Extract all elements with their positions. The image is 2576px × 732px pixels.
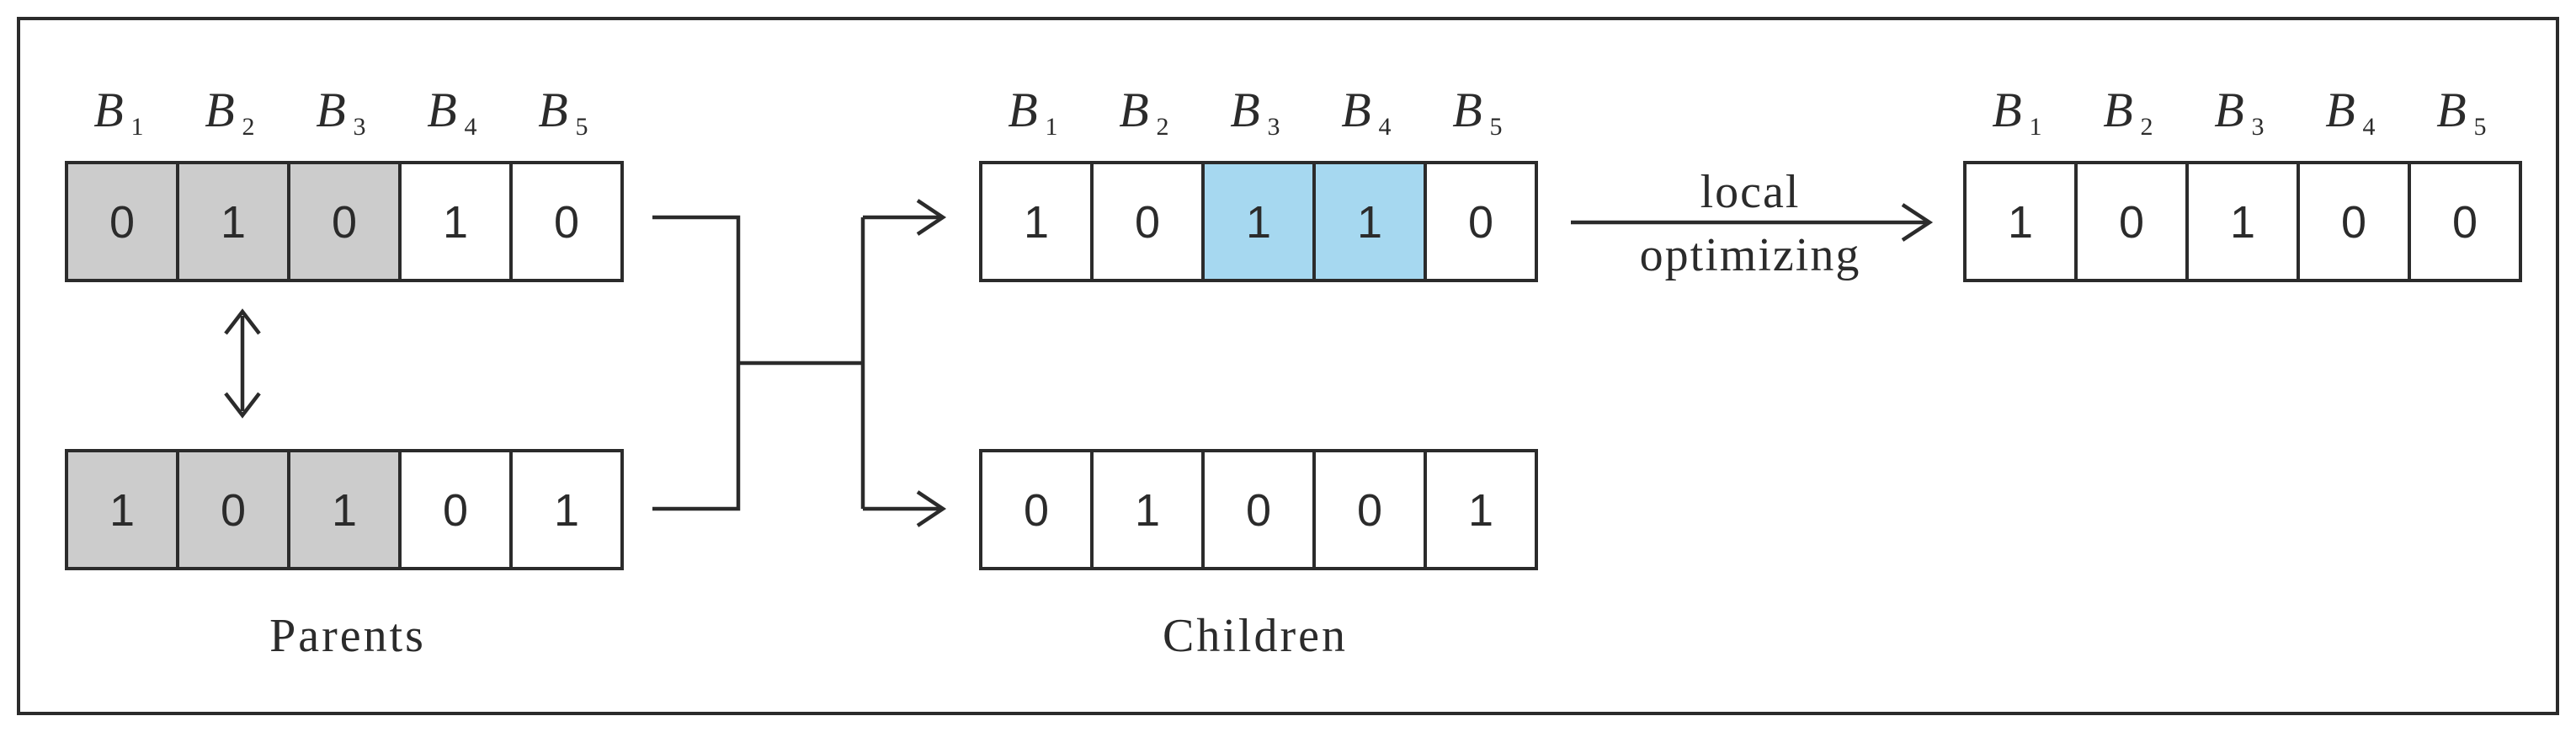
gene-header-letter: B	[538, 83, 567, 137]
gene-header-letter: B	[1119, 83, 1148, 137]
gene-value: 1	[1135, 485, 1160, 536]
crossover-connector	[652, 199, 947, 527]
gene-value: 1	[1246, 197, 1271, 248]
gene-value: 0	[1357, 485, 1382, 536]
gene-header-subscript: 1	[131, 113, 144, 141]
gene-cell	[979, 449, 1094, 570]
gene-value: 0	[1468, 197, 1493, 248]
gene-header-letter: B	[1008, 83, 1037, 137]
gene-cell	[287, 449, 402, 570]
gene-header-letter: B	[427, 83, 456, 137]
gene-value: 1	[332, 485, 357, 536]
children-caption: Children	[1163, 610, 1348, 662]
gene-value: 1	[109, 485, 135, 536]
gene-cell	[398, 449, 513, 570]
gene-header-subscript: 2	[242, 113, 255, 141]
gene-value: 1	[221, 197, 246, 248]
gene-cell	[65, 449, 179, 570]
gene-header-subscript: 2	[2141, 113, 2153, 141]
parents-caption: Parents	[269, 610, 426, 662]
gene-header-subscript: 3	[354, 113, 366, 141]
gene-cell	[398, 161, 513, 282]
gene-value: 1	[2230, 197, 2255, 248]
gene-header-subscript: 1	[2030, 113, 2042, 141]
arrow-head-child-2	[916, 490, 947, 527]
gene-header-subscript: 5	[576, 113, 588, 141]
gene-value: 1	[2008, 197, 2033, 248]
gene-value: 1	[1468, 485, 1493, 536]
parent-1-chromosome: 0 1 0 1 0	[65, 161, 624, 282]
gene-header-letter: B	[1341, 83, 1370, 137]
gene-value: 0	[443, 485, 468, 536]
gene-header-letter: B	[93, 83, 123, 137]
child-2-chromosome: 0 1 0 0 1	[979, 449, 1538, 570]
gene-cell	[1424, 449, 1538, 570]
optimized-chromosome: 1 0 1 0 0	[1963, 161, 2522, 282]
gene-value: 0	[109, 197, 135, 248]
gene-cell	[1090, 161, 1205, 282]
gene-header-subscript: 2	[1157, 113, 1169, 141]
arrow-label-local: local	[1700, 166, 1801, 218]
gene-header-subscript: 3	[2252, 113, 2265, 141]
gene-cell	[1201, 161, 1316, 282]
local-optimizing-arrow	[1571, 203, 1934, 242]
gene-value: 0	[332, 197, 357, 248]
gene-cell	[176, 161, 290, 282]
gene-cell	[2074, 161, 2189, 282]
gene-value: 0	[2341, 197, 2366, 248]
gene-header-letter: B	[1992, 83, 2021, 137]
gene-header-subscript: 4	[2363, 113, 2376, 141]
gene-header-letter: B	[2436, 83, 2466, 137]
gene-header-letter: B	[1230, 83, 1259, 137]
outer-frame	[17, 17, 2559, 715]
gene-header-letter: B	[316, 83, 345, 137]
gene-cell	[2408, 161, 2522, 282]
gene-value: 1	[443, 197, 468, 248]
gene-value: 1	[1024, 197, 1049, 248]
parent-2-chromosome: 1 0 1 0 1	[65, 449, 624, 570]
arrow-label-optimizing: optimizing	[1640, 229, 1861, 281]
gene-header-letter: B	[205, 83, 234, 137]
gene-header-subscript: 3	[1268, 113, 1280, 141]
gene-value: 0	[554, 197, 579, 248]
gene-header-subscript: 5	[1490, 113, 1503, 141]
gene-cell	[176, 449, 290, 570]
gene-cell	[979, 161, 1094, 282]
gene-cell	[65, 161, 179, 282]
gene-header-letter: B	[2214, 83, 2243, 137]
gene-cell	[1312, 449, 1427, 570]
gene-value: 0	[2452, 197, 2478, 248]
gene-header-letter: B	[2103, 83, 2132, 137]
gene-header-subscript: 4	[465, 113, 477, 141]
gene-value: 0	[1024, 485, 1049, 536]
swap-double-arrow	[224, 308, 261, 419]
gene-cell	[509, 161, 624, 282]
gene-value: 0	[1135, 197, 1160, 248]
gene-cell	[1963, 161, 2078, 282]
gene-cell	[1201, 449, 1316, 570]
gene-cell	[509, 449, 624, 570]
gene-header-subscript: 1	[1046, 113, 1058, 141]
gene-value: 1	[554, 485, 579, 536]
gene-cell	[1424, 161, 1538, 282]
child-1-chromosome: 1 0 1 1 0	[979, 161, 1538, 282]
gene-value: 0	[2119, 197, 2144, 248]
gene-header-subscript: 4	[1379, 113, 1392, 141]
gene-cell	[2185, 161, 2300, 282]
gene-value: 0	[1246, 485, 1271, 536]
gene-cell	[1090, 449, 1205, 570]
gene-header-letter: B	[1452, 83, 1482, 137]
gene-header-subscript: 5	[2474, 113, 2487, 141]
gene-value: 1	[1357, 197, 1382, 248]
gene-value: 0	[221, 485, 246, 536]
gene-header-letter: B	[2325, 83, 2355, 137]
arrow-head-child-1	[916, 199, 947, 236]
